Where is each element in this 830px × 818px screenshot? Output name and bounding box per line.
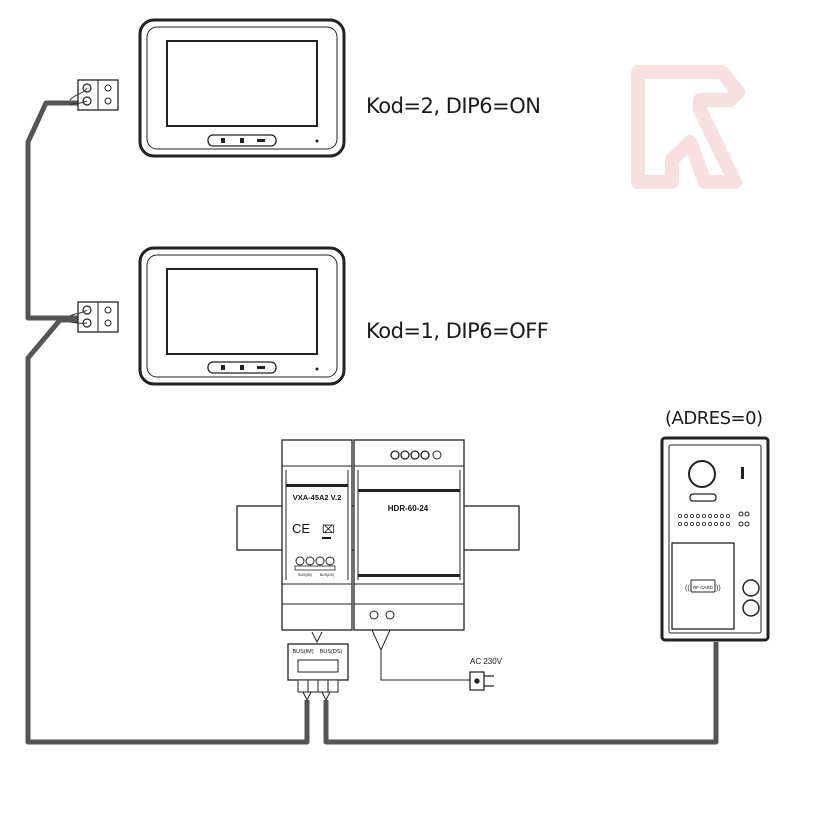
- svg-text:)): )): [716, 585, 721, 592]
- bus-wire-door-station: [323, 642, 719, 745]
- connector-label-im: BUS(IM): [292, 649, 313, 655]
- monitor-bottom-label: Kod=1, DIP6=OFF: [366, 319, 549, 343]
- ac-input-label: AC 230V: [470, 657, 503, 666]
- monitor-top: [138, 18, 346, 158]
- distributor-terminals: [294, 556, 336, 571]
- ac-input-line: [371, 629, 470, 681]
- camera-lens-icon: [688, 460, 716, 488]
- door-station-label: (ADRES=0): [665, 408, 763, 429]
- bus-wire-monitors: [25, 100, 310, 745]
- power-supply-input-terminals: [369, 610, 395, 620]
- distributor-module: VXA-45A2 V.2 CE ⌧ BUS(IM) BUS(DS): [281, 439, 353, 631]
- distributor-model-label: VXA-45A2 V.2: [293, 493, 342, 502]
- power-supply-output-terminals: [390, 450, 442, 460]
- power-plug-icon: [469, 671, 494, 691]
- door-station: (( )): [660, 436, 770, 642]
- connector-label-ds: BUS(DS): [320, 649, 343, 655]
- rf-card-label: RF CARD: [693, 585, 714, 590]
- ce-mark: CE: [292, 521, 310, 536]
- monitor-bottom: [138, 246, 346, 386]
- speaker-grille: [678, 514, 731, 527]
- rf-card-icon: [690, 579, 716, 593]
- monitor-top-label: Kod=2, DIP6=ON: [366, 94, 541, 118]
- svg-text:((: ((: [685, 585, 690, 592]
- weee-icon: ⌧: [322, 524, 335, 536]
- terminal-block-bottom: [69, 301, 119, 333]
- call-button-icon: [742, 599, 760, 617]
- power-supply-model-label: HDR-60-24: [388, 504, 429, 513]
- bus-connector: [287, 631, 349, 702]
- watermark-logo: [631, 65, 745, 189]
- power-supply-module: HDR-60-24: [353, 439, 465, 631]
- distributor-terminal-label-im: BUS(IM): [298, 573, 311, 577]
- distributor-terminal-label-ds: BUS(DS): [320, 573, 334, 577]
- call-button-icon: [742, 579, 760, 597]
- terminal-block-top: [69, 79, 119, 111]
